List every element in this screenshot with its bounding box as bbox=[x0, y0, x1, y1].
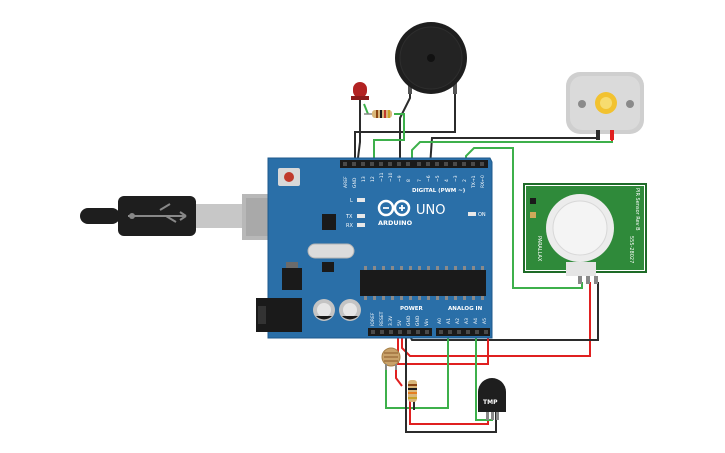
pir-top-text: PIR Sensor Rev B bbox=[634, 188, 640, 231]
pin-label-gnd1: GND bbox=[406, 315, 412, 326]
tmp-label: TMP bbox=[483, 399, 498, 406]
capacitors bbox=[313, 299, 361, 321]
pin-label-2: 2 bbox=[462, 179, 468, 182]
on-label: ON bbox=[478, 212, 486, 218]
pin-label-12: 12 bbox=[370, 176, 376, 182]
pin-label-5: ~5 bbox=[435, 175, 441, 182]
wire-led-resistor bbox=[363, 103, 369, 115]
pin-label-3v3: 3.3V bbox=[388, 315, 394, 326]
arduino-uno-board: AREF GND 13 12 ~11 ~10 ~9 8 7 ~6 ~5 4 ~3… bbox=[256, 157, 493, 339]
crystal bbox=[307, 243, 355, 259]
pin-label-ioref: IOREF bbox=[370, 312, 376, 326]
pin-label-a1: A1 bbox=[446, 318, 452, 324]
temperature-sensor-icon: TMP bbox=[478, 378, 506, 420]
resistor-icon bbox=[364, 110, 392, 118]
pin-label-11: ~11 bbox=[379, 172, 385, 182]
power-label: POWER bbox=[400, 306, 424, 312]
buzzer-icon bbox=[395, 22, 467, 94]
pin-label-3: ~3 bbox=[453, 175, 459, 182]
digital-pin-holes bbox=[343, 162, 484, 166]
analog-pin-labels: A0 A1 A2 A3 A4 A5 bbox=[437, 318, 488, 324]
pir-sensor-icon: PIR Sensor Rev B PARALLAX 555-28027 bbox=[523, 183, 647, 284]
pin-label-6: ~6 bbox=[426, 175, 432, 182]
pin-label-7: 7 bbox=[417, 179, 423, 182]
pin-label-vin: Vin bbox=[424, 319, 430, 326]
pin-label-tx: TX→1 bbox=[471, 175, 477, 189]
usb-chip bbox=[322, 214, 336, 230]
pin-label-gnd2: GND bbox=[415, 315, 421, 326]
pin-label-13: 13 bbox=[361, 176, 367, 182]
arduino-brand: ARDUINO bbox=[378, 219, 413, 227]
power-pin-labels: IOREF RESET 3.3V 5V GND GND Vin bbox=[370, 311, 430, 326]
pir-side-text: PARALLAX bbox=[536, 236, 542, 262]
digital-pin-labels: AREF GND 13 12 ~11 ~10 ~9 8 7 ~6 ~5 4 ~3… bbox=[343, 172, 486, 189]
pir-part-no: 555-28027 bbox=[628, 236, 634, 263]
pin-label-9: ~9 bbox=[397, 175, 403, 182]
led-label-rx: RX bbox=[346, 223, 353, 229]
led-label-l: L bbox=[350, 198, 353, 204]
pin-label-aref: AREF bbox=[343, 176, 349, 188]
pin-label-10: ~10 bbox=[388, 172, 394, 182]
pin-label-a2: A2 bbox=[455, 318, 461, 324]
dc-motor-icon bbox=[566, 72, 644, 140]
pin-label-gnd: GND bbox=[352, 177, 358, 188]
wire-pir-signal bbox=[465, 147, 583, 289]
arduino-logo-icon bbox=[377, 199, 411, 217]
wire-5v-red bbox=[397, 336, 489, 365]
pin-label-5v: 5V bbox=[397, 319, 403, 326]
pin-label-rx: RX←0 bbox=[480, 175, 486, 188]
voltage-regulator bbox=[282, 268, 302, 290]
wire-tmp-black bbox=[405, 336, 497, 433]
atmega-chip bbox=[360, 270, 486, 296]
photoresistor-icon bbox=[381, 347, 401, 370]
wire-pir-red bbox=[401, 282, 591, 357]
arduino-model: UNO bbox=[416, 203, 445, 218]
pin-label-reset: RESET bbox=[379, 311, 385, 326]
digital-header bbox=[340, 160, 488, 168]
led-icon bbox=[351, 82, 369, 100]
pin-label-4: 4 bbox=[444, 179, 450, 182]
pin-label-a4: A4 bbox=[473, 318, 479, 324]
digital-label: DIGITAL (PWM ~) bbox=[412, 188, 466, 194]
analog-label: ANALOG IN bbox=[448, 306, 483, 312]
led-label-tx: TX bbox=[345, 214, 353, 220]
wire-ldr-green bbox=[385, 336, 449, 409]
pin-label-a5: A5 bbox=[482, 318, 488, 324]
analog-header bbox=[436, 328, 490, 336]
wire-resistor-pin bbox=[373, 113, 405, 166]
pin-label-8: 8 bbox=[406, 179, 412, 182]
resistor-bottom-icon bbox=[408, 380, 417, 402]
pin-label-a0: A0 bbox=[437, 318, 443, 324]
pin-label-a3: A3 bbox=[464, 318, 470, 324]
